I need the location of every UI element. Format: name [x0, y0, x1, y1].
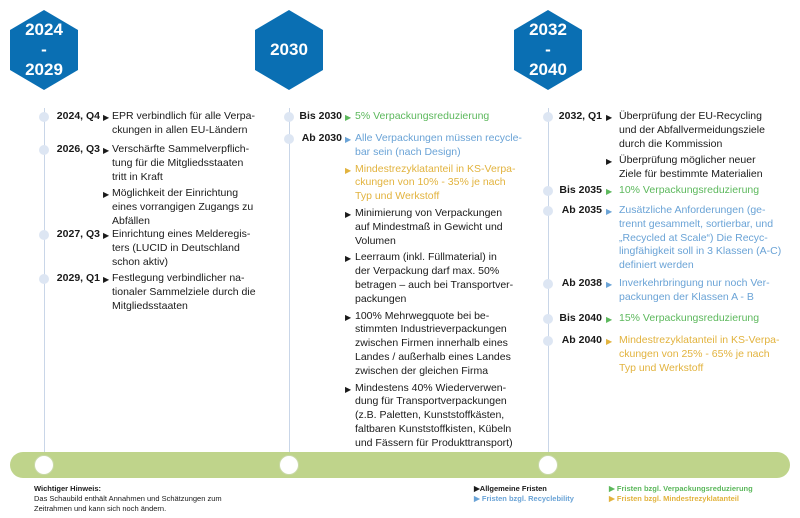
- entry-date-label: 2032, Q1: [558, 110, 602, 122]
- entry-text: Möglichkeit der Einrichtung eines vorran…: [112, 187, 254, 227]
- entry-text: 5% Verpackungsreduzierung: [355, 110, 490, 122]
- period-label: 2030: [270, 40, 308, 59]
- period-hex-2024-2029: 2024 - 2029: [10, 10, 78, 90]
- entry-date-label: 2029, Q1: [56, 272, 100, 284]
- entry-text: Mindestrezyklatanteil in KS-Verpa- ckung…: [619, 334, 780, 374]
- bullet-arrow-icon: ▶: [345, 384, 352, 394]
- entry-dot: [284, 134, 294, 144]
- legend-min-recyclate: ▶ Fristen bzgl. Mindestrezyklatanteil: [609, 494, 739, 503]
- bullet-arrow-icon: ▶: [345, 312, 352, 322]
- column-line: [289, 108, 290, 453]
- entry-dot: [39, 145, 49, 155]
- entry-text: Zusätzliche Anforderungen (ge- trennt ge…: [619, 204, 782, 272]
- entry-dot: [543, 279, 553, 289]
- bullet-arrow-icon: ▶: [345, 135, 352, 144]
- entry-date-label: Bis 2030: [299, 110, 342, 122]
- bullet-arrow-icon: ▶: [606, 113, 613, 122]
- entry-date-label: 2024, Q4: [56, 110, 100, 122]
- entry-date-label: Bis 2040: [559, 312, 602, 324]
- entry-dot: [39, 274, 49, 284]
- entry-date-label: Ab 2035: [561, 204, 602, 216]
- timeline-node: [34, 455, 54, 475]
- entry-text: Überprüfung der EU-Recycling und der Abf…: [619, 110, 765, 150]
- timeline-node: [279, 455, 299, 475]
- bullet-arrow-icon: ▶: [606, 280, 613, 289]
- entry-date-label: Ab 2038: [561, 277, 602, 289]
- bullet-arrow-icon: ▶: [103, 190, 110, 200]
- entry-text: Inverkehrbringung nur noch Ver- packunge…: [619, 277, 770, 303]
- legend-general: ▶Allgemeine Fristen: [474, 484, 547, 493]
- entry-text: Alle Verpackungen müssen recycle- bar se…: [355, 132, 522, 158]
- entry-dot: [543, 112, 553, 122]
- legend-recyclability: ▶ Fristen bzgl. Recyclebility: [474, 494, 574, 503]
- entry-dot: [543, 186, 553, 196]
- bullet-arrow-icon: ▶: [345, 210, 352, 219]
- bullet-arrow-icon: ▶: [103, 231, 110, 240]
- entry-text: EPR verbindlich für alle Verpa- ckungen …: [112, 110, 255, 136]
- bullet-arrow-icon: ▶: [606, 207, 613, 216]
- bullet-arrow-icon: ▶: [606, 187, 613, 196]
- entry-date-label: Ab 2030: [301, 132, 342, 144]
- note-text: Das Schaubild enthält Annahmen und Schät…: [34, 494, 222, 513]
- entry-text: Leerraum (inkl. Füllmaterial) in der Ver…: [355, 251, 514, 305]
- entry-date-label: Ab 2040: [561, 334, 602, 346]
- entry-text: Festlegung verbindlicher na- tionaler Sa…: [112, 272, 256, 312]
- bullet-arrow-icon: ▶: [606, 315, 613, 324]
- entry-date-label: 2026, Q3: [56, 143, 100, 155]
- entry-text: 10% Verpackungsreduzierung: [619, 184, 760, 196]
- legend-reduction: ▶ Fristen bzgl. Verpackungsreduzierung: [609, 484, 753, 493]
- entry-date-label: Bis 2035: [559, 184, 602, 196]
- period-label: 2032 - 2040: [529, 20, 567, 79]
- timeline-node: [538, 455, 558, 475]
- entry-dot: [39, 112, 49, 122]
- entry-text: Mindestrezyklatanteil in KS-Verpa- ckung…: [355, 162, 516, 203]
- bullet-arrow-icon: ▶: [103, 275, 110, 284]
- bullet-arrow-icon: ▶: [606, 157, 613, 167]
- entry-text: 15% Verpackungsreduzierung: [619, 312, 760, 324]
- period-hex-2032-2040: 2032 - 2040: [514, 10, 582, 90]
- entry-date-label: 2027, Q3: [56, 228, 100, 240]
- bullet-arrow-icon: ▶: [345, 254, 352, 264]
- bullet-arrow-icon: ▶: [103, 113, 110, 122]
- entry-dot: [543, 336, 553, 346]
- bullet-arrow-icon: ▶: [606, 337, 613, 346]
- entry-text: Minimierung von Verpackungen auf Mindest…: [355, 207, 503, 247]
- entry-dot: [543, 206, 553, 216]
- entry-text: Einrichtung eines Melderegis- ters (LUCI…: [112, 228, 251, 268]
- entry-text: Verschärfte Sammelverpflich- tung für di…: [112, 143, 250, 183]
- entry-text: Überprüfung möglicher neuer Ziele für be…: [619, 154, 763, 181]
- note-title: Wichtiger Hinweis:: [34, 484, 102, 493]
- entry-text: Mindestens 40% Wiederverwen- dung für Tr…: [355, 381, 513, 449]
- entry-dot: [284, 112, 294, 122]
- entry-text: 100% Mehrwegquote bei be- stimmten Indus…: [355, 309, 511, 377]
- timeline-bar: [10, 452, 790, 478]
- entry-dot: [543, 314, 553, 324]
- bullet-arrow-icon: ▶: [345, 165, 352, 175]
- bullet-arrow-icon: ▶: [103, 146, 110, 155]
- period-hex-2030: 2030: [255, 10, 323, 90]
- entry-dot: [39, 230, 49, 240]
- period-label: 2024 - 2029: [25, 20, 63, 79]
- bullet-arrow-icon: ▶: [345, 113, 352, 122]
